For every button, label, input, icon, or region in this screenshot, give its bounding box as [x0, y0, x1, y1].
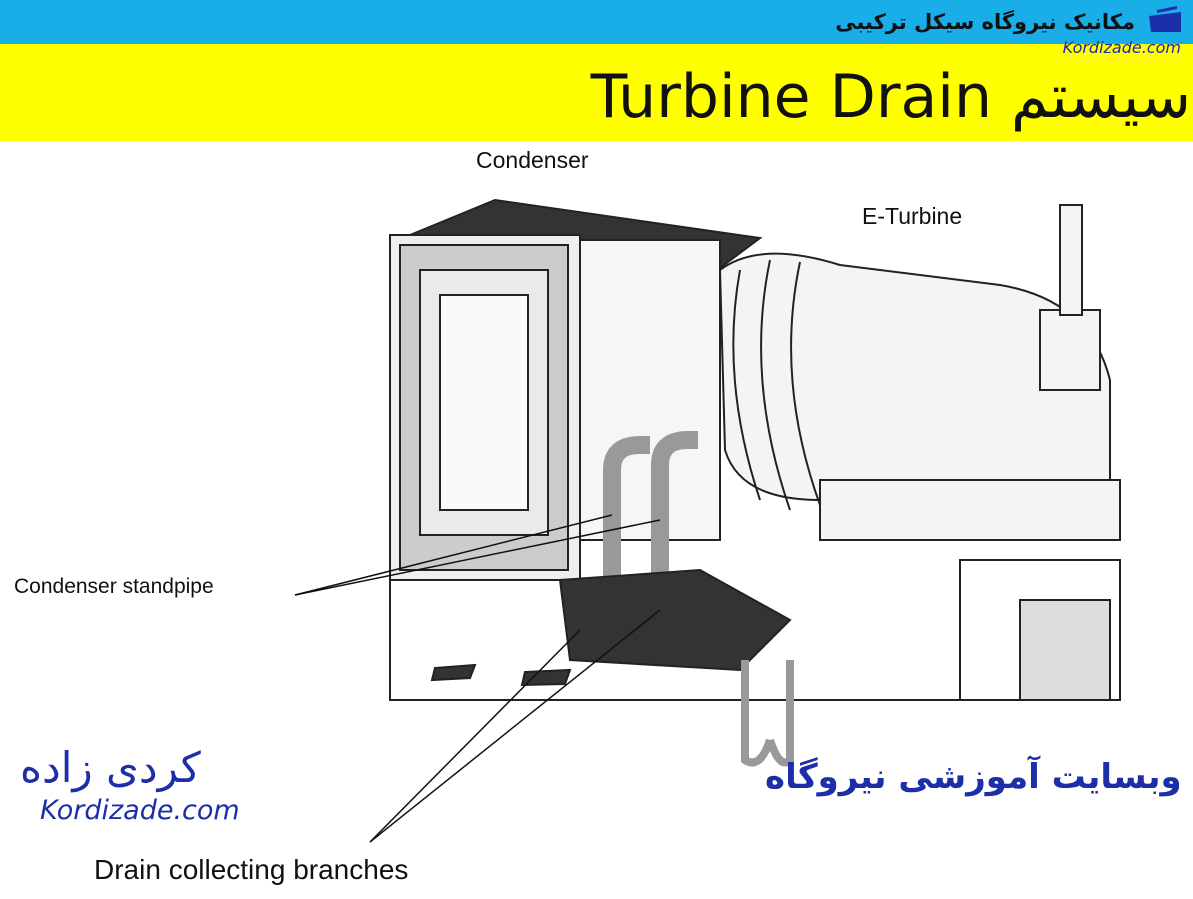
turbine-drain-diagram — [294, 198, 1121, 843]
brand-logo-fa: کردی زاده — [20, 743, 201, 792]
label-e-turbine: E-Turbine — [862, 203, 963, 229]
course-title: مکانیک نیروگاه سیکل ترکیبی — [835, 10, 1135, 34]
leader-lines — [294, 514, 661, 843]
website-label: وبسایت آموزشی نیروگاه — [765, 757, 1182, 797]
turbine-casing — [718, 204, 1121, 701]
top-bar — [0, 0, 1193, 44]
standpipes — [430, 431, 794, 767]
brand-logo-en: Kordizade.com — [40, 795, 240, 826]
label-drain-collecting-branches: Drain collecting branches — [94, 854, 409, 885]
title-bar — [0, 44, 1193, 141]
kordizade-logo-icon — [1149, 6, 1181, 32]
label-condenser: Condenser — [476, 147, 589, 173]
slide-title: سیستم Turbine Drain — [590, 62, 1191, 132]
label-condenser-standpipe: Condenser standpipe — [14, 575, 214, 598]
site-url: Kordizade.com — [1062, 38, 1181, 57]
kordizade-brand: کردی زاده Kordizade.com — [20, 742, 280, 828]
